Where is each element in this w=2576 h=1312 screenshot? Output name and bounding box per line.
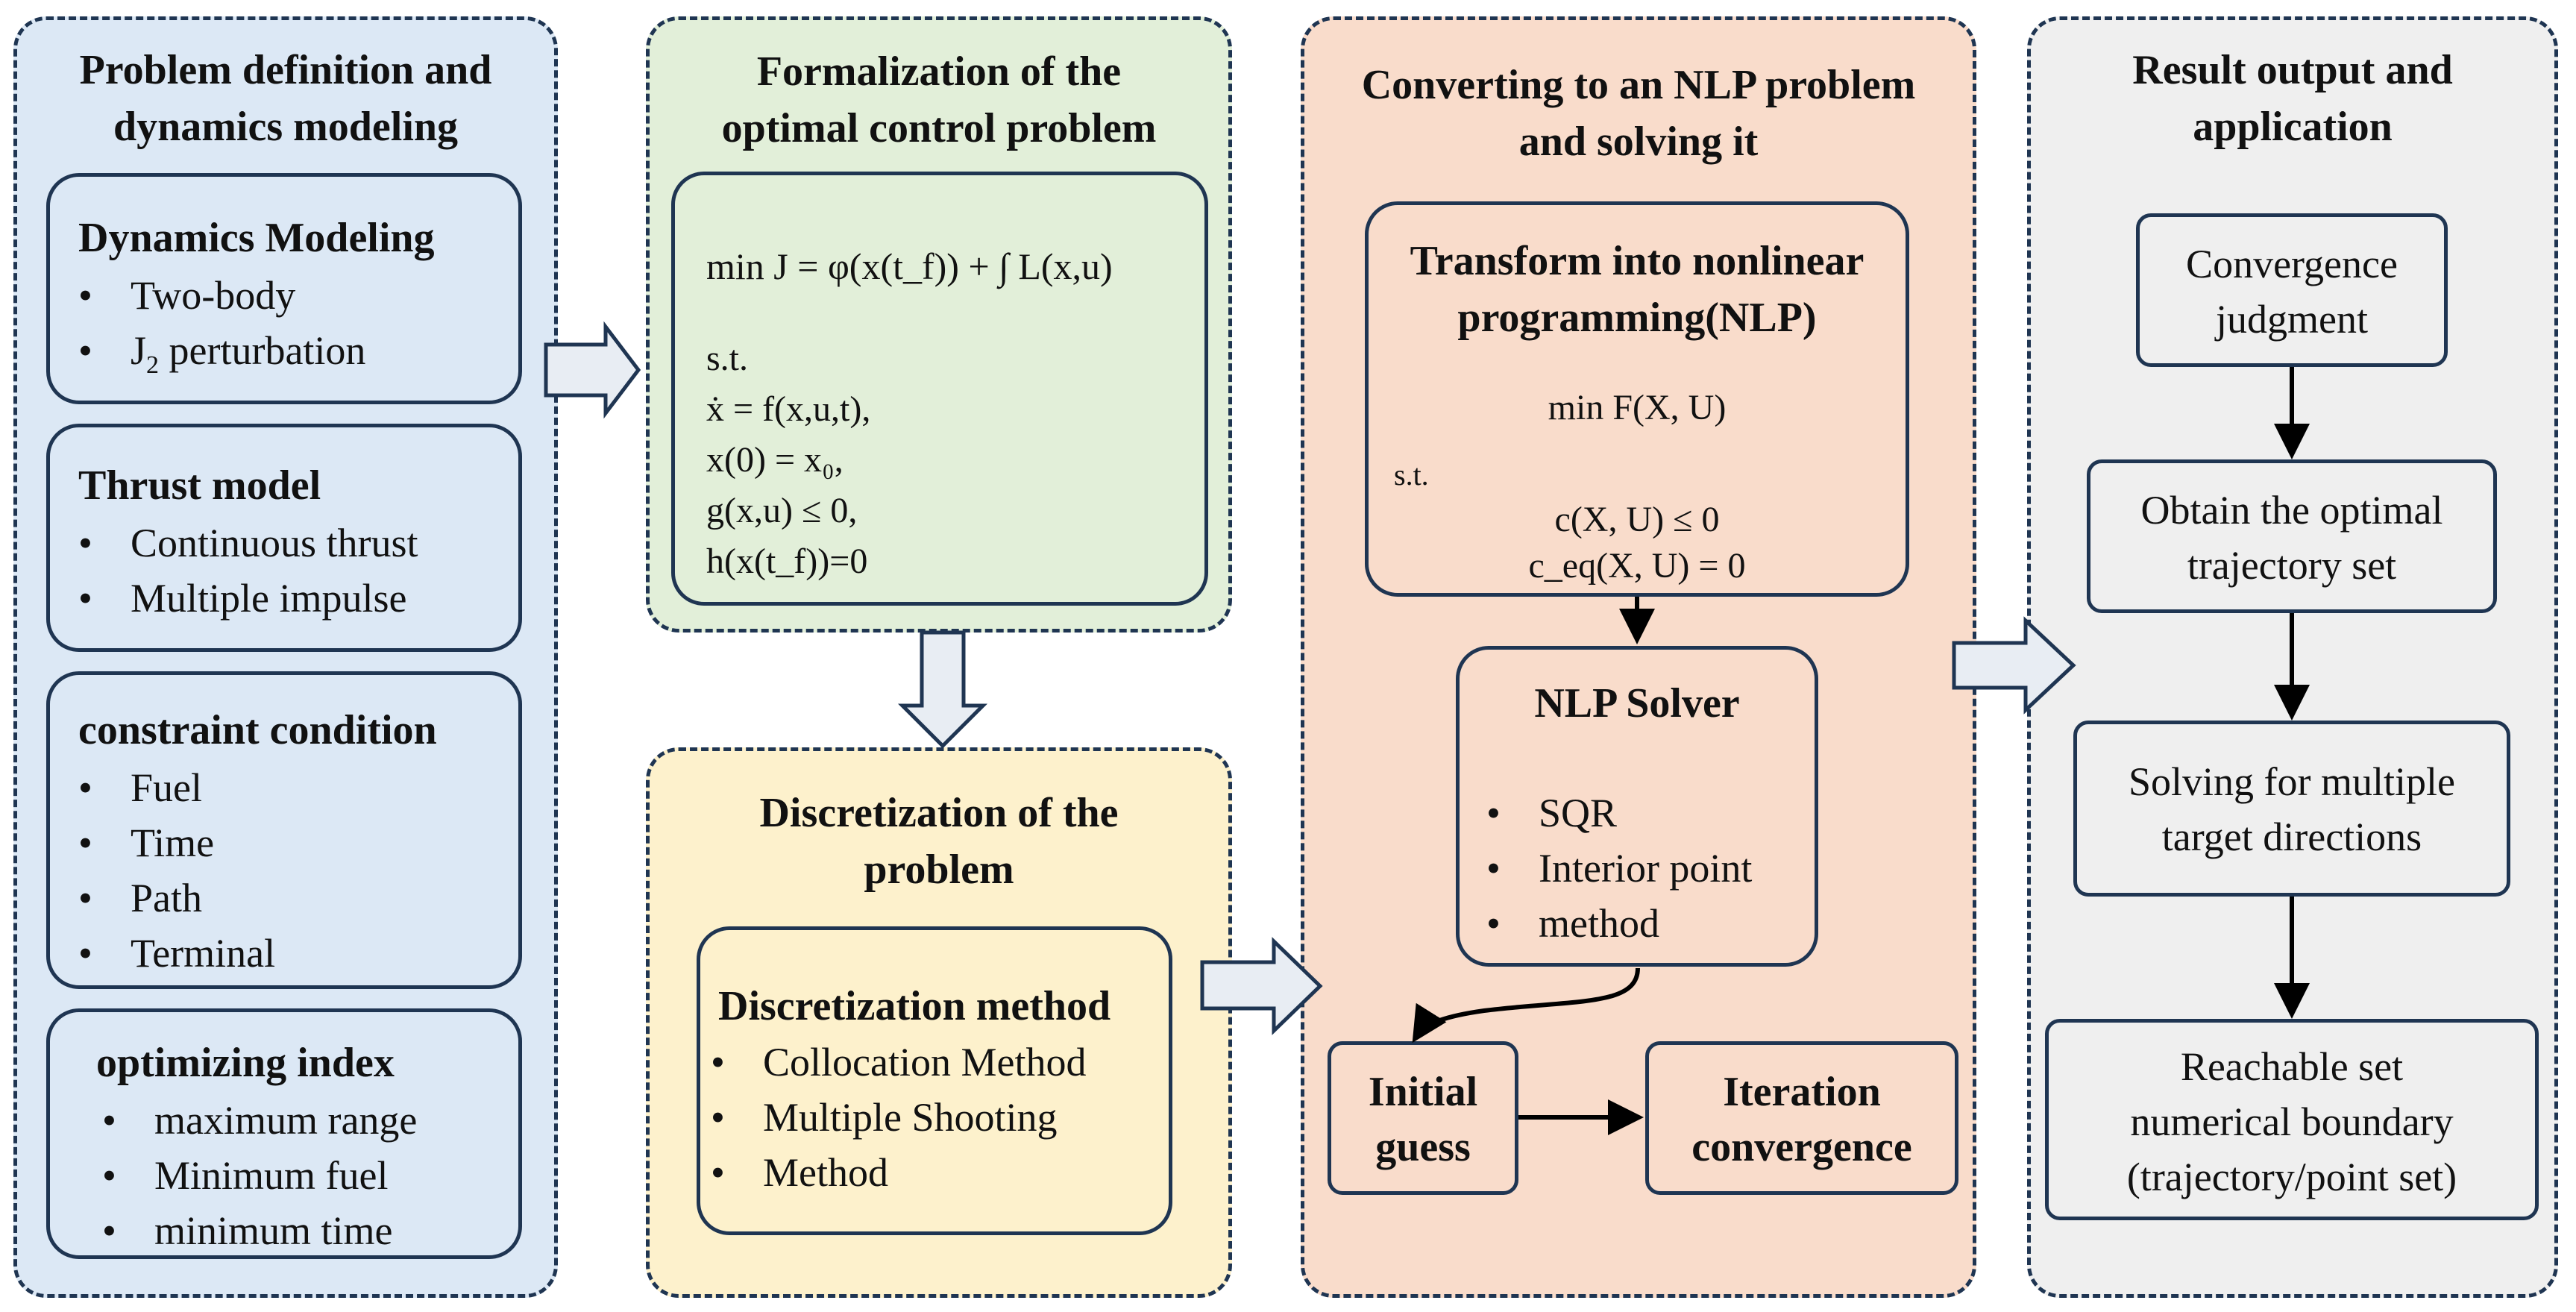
transform-nlp-title: Transform into nonlinear programming(NLP…	[1410, 238, 1865, 341]
list-item: Terminal	[78, 926, 275, 981]
list-item: Path	[78, 870, 275, 926]
multiple-target-directions-box: Solving for multiple target directions	[2073, 721, 2510, 897]
reachable-set-boundary-box: Reachable set numerical boundary (trajec…	[2045, 1019, 2539, 1220]
block-arrow-right	[1200, 937, 1323, 1035]
nlp-constraint-equality: c_eq(X, U) = 0	[1528, 546, 1746, 586]
list-item: Continuous thrust	[78, 515, 418, 571]
list-item: maximum range	[102, 1093, 417, 1148]
dynamics-modeling-title: Dynamics Modeling	[78, 215, 435, 261]
constraint-condition-title: constraint condition	[78, 707, 437, 753]
constraint-terminal: h(x(t_f))=0	[706, 542, 868, 581]
nlp-solver-list: SQR Interior point method	[1486, 785, 1752, 951]
nlp-constraint-inequality: c(X, U) ≤ 0	[1554, 500, 1720, 539]
list-item: Multiple impulse	[78, 571, 418, 626]
constraint-path: g(x,u) ≤ 0,	[706, 491, 858, 530]
nlp-solver-box: NLP Solver SQR Interior point method	[1456, 646, 1818, 967]
list-item: Minimum fuel	[102, 1148, 417, 1203]
constraint-list: Fuel Time Path Terminal	[78, 760, 275, 981]
convergence-judgment-label: Convergence judgment	[2186, 242, 2398, 342]
list-item: method	[1486, 896, 1752, 951]
nlp-objective: min F(X, U)	[1548, 388, 1727, 427]
list-item: Fuel	[78, 760, 275, 815]
block-arrow-right	[1952, 616, 2076, 715]
optimizing-index-box: optimizing index maximum range Minimum f…	[46, 1008, 522, 1259]
initial-guess-label: Initial guess	[1368, 1069, 1478, 1170]
objective-function: min J = φ(x(t_f)) + ∫ L(x,u)	[706, 245, 1113, 287]
nlp-solver-title: NLP Solver	[1534, 680, 1740, 726]
multiple-target-directions-label: Solving for multiple target directions	[2129, 759, 2455, 859]
constraint-dynamics: ẋ = f(x,u,t),	[706, 389, 871, 429]
discretization-method-box: Discretization method Collocation Method…	[697, 926, 1172, 1235]
optimizing-index-title: optimizing index	[96, 1040, 395, 1086]
discretization-list: Collocation Method Multiple Shooting Met…	[711, 1035, 1086, 1200]
dynamics-modeling-box: Dynamics Modeling Two-body J2 perturbati…	[46, 173, 522, 404]
constraint-initial: x(0) = x₀,	[706, 440, 844, 480]
transform-nlp-box: Transform into nonlinear programming(NLP…	[1365, 201, 1909, 597]
list-item: J2 perturbation	[78, 323, 365, 393]
thrust-model-title: Thrust model	[78, 462, 321, 509]
thrust-model-box: Thrust model Continuous thrust Multiple …	[46, 424, 522, 652]
list-item: Collocation Method	[711, 1035, 1086, 1090]
panel-title: Formalization of the optimal control pro…	[721, 48, 1157, 151]
st-label: s.t.	[706, 339, 749, 378]
constraint-condition-box: constraint condition Fuel Time Path Term…	[46, 671, 522, 989]
panel-title: Converting to an NLP problem and solving…	[1361, 62, 1916, 165]
dynamics-list: Two-body J2 perturbation	[78, 268, 365, 393]
optimal-control-formula-box: min J = φ(x(t_f)) + ∫ L(x,u) s.t. ẋ = f(…	[671, 172, 1208, 606]
list-item: Two-body	[78, 268, 365, 323]
list-item: Time	[78, 815, 275, 870]
optimal-trajectory-set-label: Obtain the optimal trajectory set	[2140, 488, 2443, 588]
list-item: Method	[711, 1145, 1086, 1200]
iteration-convergence-box: Iteration convergence	[1645, 1041, 1958, 1195]
list-item: Interior point	[1486, 841, 1752, 896]
convergence-judgment-box: Convergence judgment	[2136, 213, 2448, 367]
nlp-st-label: s.t.	[1394, 458, 1429, 492]
initial-guess-box: Initial guess	[1328, 1041, 1518, 1195]
block-arrow-down	[897, 630, 988, 749]
list-item: minimum time	[102, 1203, 417, 1258]
panel-title: Result output and application	[2132, 47, 2453, 150]
block-arrow-right	[544, 321, 641, 419]
panel-title: Discretization of the problem	[759, 790, 1119, 893]
list-item: Multiple Shooting	[711, 1090, 1086, 1145]
optimal-trajectory-set-box: Obtain the optimal trajectory set	[2087, 459, 2497, 613]
thrust-list: Continuous thrust Multiple impulse	[78, 515, 418, 626]
discretization-method-title: Discretization method	[718, 983, 1111, 1029]
list-item: SQR	[1486, 785, 1752, 841]
arrow-solver-to-initial-guess	[1412, 967, 1640, 1043]
reachable-set-boundary-label: Reachable set numerical boundary (trajec…	[2126, 1044, 2457, 1199]
panel-title: Problem definition and dynamics modeling	[79, 47, 492, 150]
optimizing-list: maximum range Minimum fuel minimum time	[102, 1093, 417, 1258]
iteration-convergence-label: Iteration convergence	[1691, 1069, 1912, 1170]
